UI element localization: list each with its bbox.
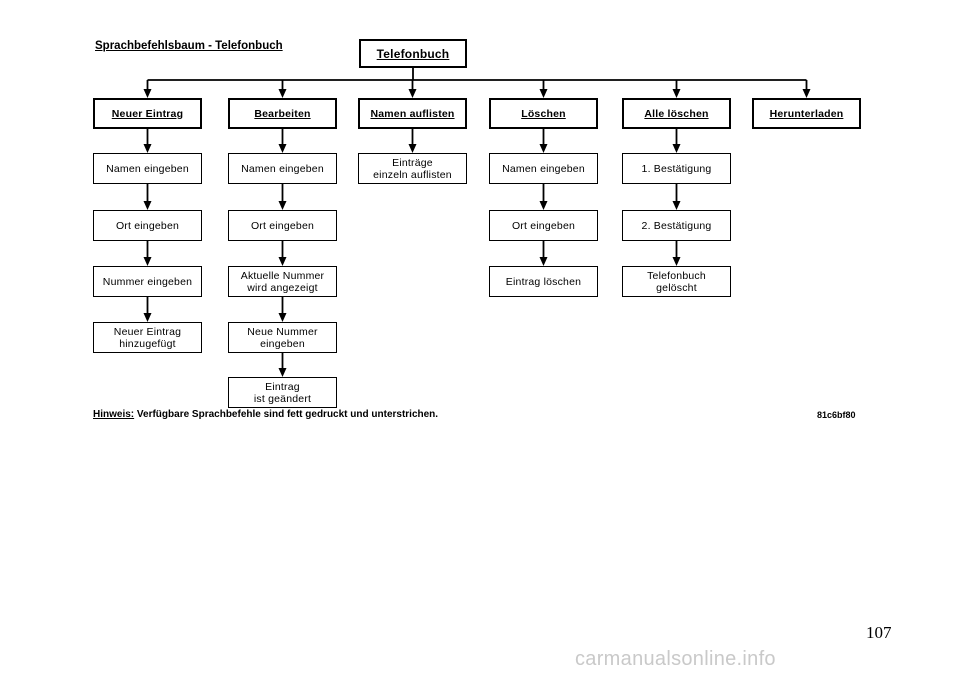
step-box-bearbeiten-4: Neue Nummer eingeben <box>228 322 337 353</box>
step-box-bearbeiten-5: Eintrag ist geändert <box>228 377 337 408</box>
command-box-namen-auflisten: Namen auflisten <box>358 98 467 129</box>
step-box-loeschen-2: Ort eingeben <box>489 210 598 241</box>
arrow-bearbeiten-step-1-arrowhead <box>278 144 287 153</box>
arrow-bearbeiten-step-5-arrowhead <box>278 368 287 377</box>
arrow-to-herunterladen-arrowhead <box>802 89 811 98</box>
root-node-telefonbuch: Telefonbuch <box>359 39 467 68</box>
arrow-neuer-eintrag-step-2-arrowhead <box>143 201 152 210</box>
arrow-to-namen-auflisten-arrowhead <box>408 89 417 98</box>
watermark: carmanualsonline.info <box>575 648 776 670</box>
arrow-bearbeiten-step-2-arrowhead <box>278 201 287 210</box>
hint-note: Hinweis: Verfügbare Sprachbefehle sind f… <box>93 409 438 420</box>
arrow-loeschen-step-1-arrowhead <box>539 144 548 153</box>
step-box-neuer-eintrag-4: Neuer Eintrag hinzugefügt <box>93 322 202 353</box>
arrow-to-bearbeiten-arrowhead <box>278 89 287 98</box>
arrow-alle-loeschen-step-3-arrowhead <box>672 257 681 266</box>
page-number: 107 <box>866 623 892 642</box>
arrow-bearbeiten-step-4-arrowhead <box>278 313 287 322</box>
command-box-bearbeiten: Bearbeiten <box>228 98 337 129</box>
command-box-herunterladen: Herunterladen <box>752 98 861 129</box>
hint-label: Hinweis: <box>93 409 135 420</box>
step-box-loeschen-1: Namen eingeben <box>489 153 598 184</box>
step-box-alle-loeschen-1: 1. Bestätigung <box>622 153 731 184</box>
command-box-alle-loeschen: Alle löschen <box>622 98 731 129</box>
step-box-alle-loeschen-2: 2. Bestätigung <box>622 210 731 241</box>
figure-code: 81c6bf80 <box>817 410 856 420</box>
arrow-neuer-eintrag-step-4-arrowhead <box>143 313 152 322</box>
arrow-namen-auflisten-step-1-arrowhead <box>408 144 417 153</box>
arrow-neuer-eintrag-step-1-arrowhead <box>143 144 152 153</box>
step-box-neuer-eintrag-1: Namen eingeben <box>93 153 202 184</box>
step-box-neuer-eintrag-2: Ort eingeben <box>93 210 202 241</box>
step-box-bearbeiten-3: Aktuelle Nummer wird angezeigt <box>228 266 337 297</box>
command-box-neuer-eintrag: Neuer Eintrag <box>93 98 202 129</box>
diagram-title: Sprachbefehlsbaum - Telefonbuch <box>95 40 283 52</box>
step-box-namen-auflisten-1: Einträge einzeln auflisten <box>358 153 467 184</box>
arrow-loeschen-step-2-arrowhead <box>539 201 548 210</box>
step-box-bearbeiten-2: Ort eingeben <box>228 210 337 241</box>
step-box-alle-loeschen-3: Telefonbuch gelöscht <box>622 266 731 297</box>
command-box-loeschen: Löschen <box>489 98 598 129</box>
arrow-to-alle-loeschen-arrowhead <box>672 89 681 98</box>
arrow-loeschen-step-3-arrowhead <box>539 257 548 266</box>
arrow-alle-loeschen-step-2-arrowhead <box>672 201 681 210</box>
arrow-neuer-eintrag-step-3-arrowhead <box>143 257 152 266</box>
hint-text: Verfügbare Sprachbefehle sind fett gedru… <box>136 409 439 420</box>
step-box-neuer-eintrag-3: Nummer eingeben <box>93 266 202 297</box>
arrow-bearbeiten-step-3-arrowhead <box>278 257 287 266</box>
step-box-bearbeiten-1: Namen eingeben <box>228 153 337 184</box>
step-box-loeschen-3: Eintrag löschen <box>489 266 598 297</box>
arrow-alle-loeschen-step-1-arrowhead <box>672 144 681 153</box>
arrow-to-loeschen-arrowhead <box>539 89 548 98</box>
arrow-to-neuer-eintrag-arrowhead <box>143 89 152 98</box>
